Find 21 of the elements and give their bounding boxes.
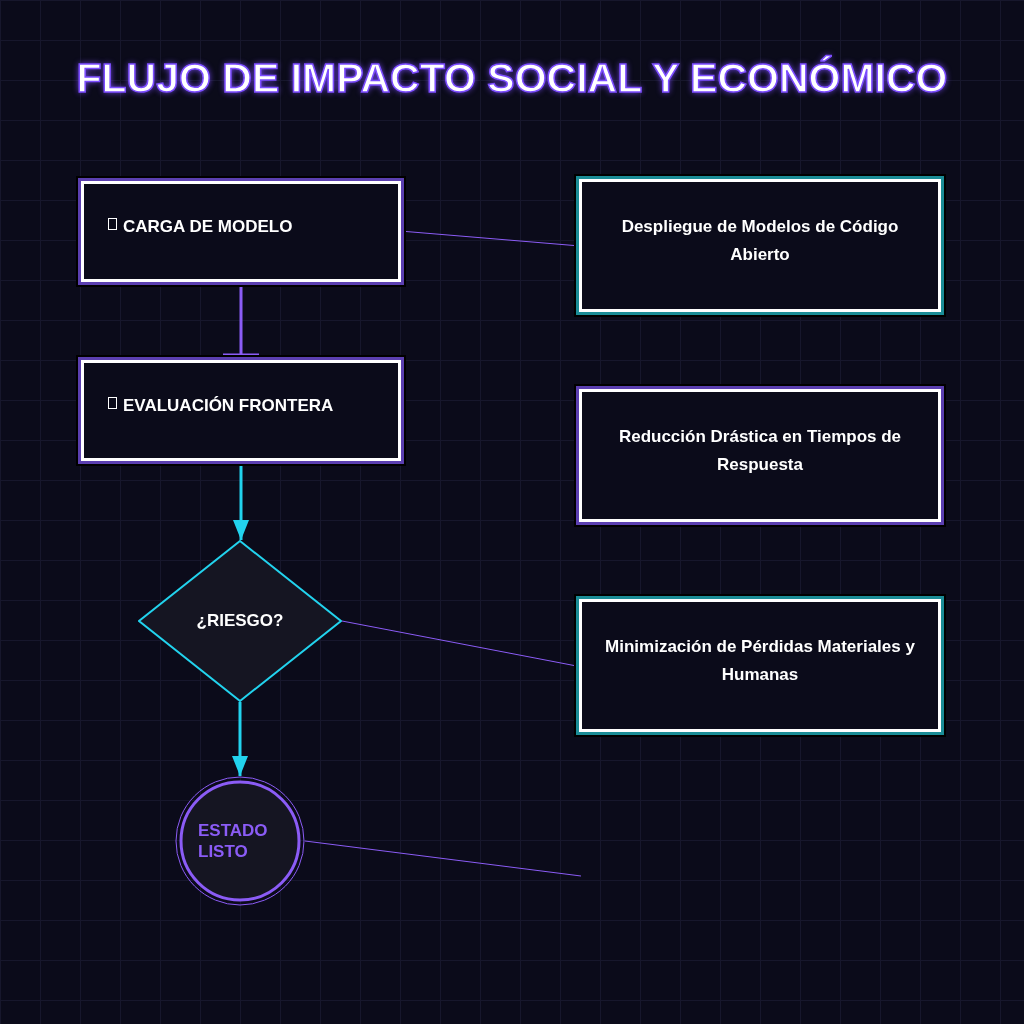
node-label: ¿RIESGO? xyxy=(196,610,284,633)
connector-line xyxy=(221,287,261,357)
diagram-title: FLUJO DE IMPACTO SOCIAL Y ECONÓMICO xyxy=(75,54,949,103)
outcome-box xyxy=(574,384,946,527)
end-state-circle xyxy=(175,776,305,906)
connector-line xyxy=(232,702,248,776)
node-label: Reducción Drástica en Tiempos de Respuesta xyxy=(617,425,903,476)
process-box xyxy=(76,355,406,466)
node-label: ESTADO LISTO xyxy=(198,820,269,862)
connector-line xyxy=(341,620,575,666)
outcome-box xyxy=(574,594,946,737)
outcome-box xyxy=(574,174,946,317)
node-label: CARGA DE MODELO xyxy=(123,216,293,238)
connector-line xyxy=(405,231,575,246)
process-box xyxy=(76,176,406,287)
node-label: Minimización de Pérdidas Materiales y Humanas xyxy=(604,635,916,686)
node-label: Despliegue de Modelos de Código Abierto xyxy=(620,215,900,266)
connector-line xyxy=(233,466,249,540)
node-label: EVALUACIÓN FRONTERA xyxy=(123,395,334,417)
connector-line xyxy=(304,840,582,877)
decision-diamond xyxy=(138,540,342,702)
